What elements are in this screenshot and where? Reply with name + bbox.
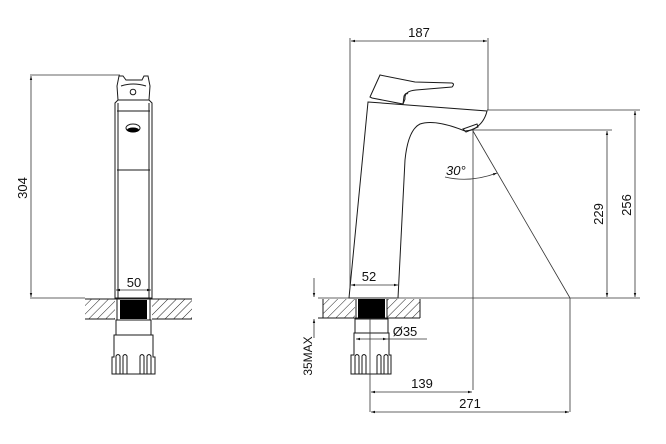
dim-label-271: 271: [459, 396, 481, 411]
dimension-base-width: 50: [116, 275, 151, 292]
dim-label-304: 304: [15, 177, 30, 199]
dimension-body-base: 52: [351, 269, 398, 287]
dim-label-187: 187: [408, 25, 430, 40]
dimension-overall-width: 187: [349, 25, 489, 298]
dim-label-50: 50: [127, 275, 141, 290]
fixing-nut-front: [111, 319, 156, 375]
dim-label-229: 229: [591, 203, 606, 225]
dim-label-52: 52: [362, 269, 376, 284]
dim-label-30deg: 30°: [446, 163, 466, 178]
dimension-overall-height-side: 256: [619, 111, 637, 297]
dimension-hole-diameter: Ø35: [356, 324, 427, 341]
front-view: 304 50: [15, 74, 192, 375]
countertop-side: [318, 299, 421, 320]
dimension-overall-height: 304: [15, 74, 120, 299]
dimension-total-projection: 271: [371, 396, 569, 414]
dim-label-139: 139: [411, 376, 433, 391]
faucet-front-body: [114, 75, 153, 299]
dimension-spray-angle: 30°: [444, 163, 498, 180]
dimension-spout-reach: 139: [371, 376, 472, 394]
dimension-spout-height: 229: [591, 131, 609, 297]
fixing-nut-side: [350, 318, 392, 412]
dim-label-35max: 35MAX: [301, 336, 315, 375]
countertop-front: [85, 298, 192, 320]
side-view: 187 52 30°: [301, 25, 640, 414]
dim-label-256: 256: [619, 194, 634, 216]
dim-label-dia35: Ø35: [393, 324, 418, 339]
spout-reference-lines: [318, 109, 640, 412]
dimension-counter-thickness: 35MAX: [301, 278, 316, 376]
faucet-side-body: [348, 74, 488, 299]
